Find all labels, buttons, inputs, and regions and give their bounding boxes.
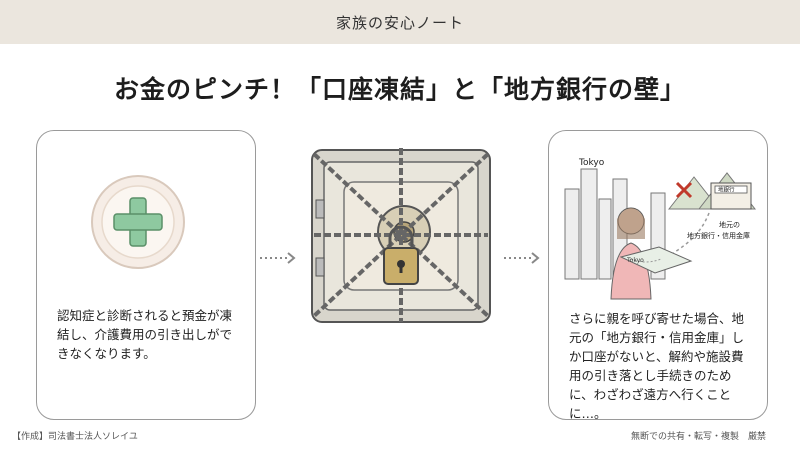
card-local-bank: Tokyo 地銀行 地元の 地方銀行・信用金庫 Tokyo さらに親を呼び寄せた… [548,130,768,421]
bank-sign-label: 地銀行 [718,186,735,194]
card-local-bank-text: さらに親を呼び寄せた場合、地元の「地方銀行・信用金庫」しか口座がないと、解約や施… [569,311,745,421]
page-title: お金のピンチ！「口座凍結」と「地方銀行の壁」 [113,75,686,104]
footer-credit: 【作成】司法書士法人ソレイユ [12,432,138,442]
map-label: Tokyo [626,257,644,264]
card-dementia-text: 認知症と診断されると預金が凍結し、介護費用の引き出しができなくなります。 [57,308,233,361]
right-arrow-icon [258,250,298,266]
right-arrow-icon [502,250,542,266]
chained-safe-icon [306,140,496,330]
header-bar: 家族の安心ノート [0,0,800,44]
header-title: 家族の安心ノート [335,13,464,32]
woman-with-map-illustration: Tokyo 地銀行 地元の 地方銀行・信用金庫 Tokyo [559,149,759,304]
local-label-line2: 地方銀行・信用金庫 [687,231,750,240]
city-label: Tokyo [578,158,605,168]
footer-notice: 無断での共有・転写・複製 厳禁 [630,432,766,442]
local-label-line1: 地元の [719,220,740,229]
medical-cross-icon [89,173,187,271]
card-dementia: 認知症と診断されると預金が凍結し、介護費用の引き出しができなくなります。 [36,130,256,420]
